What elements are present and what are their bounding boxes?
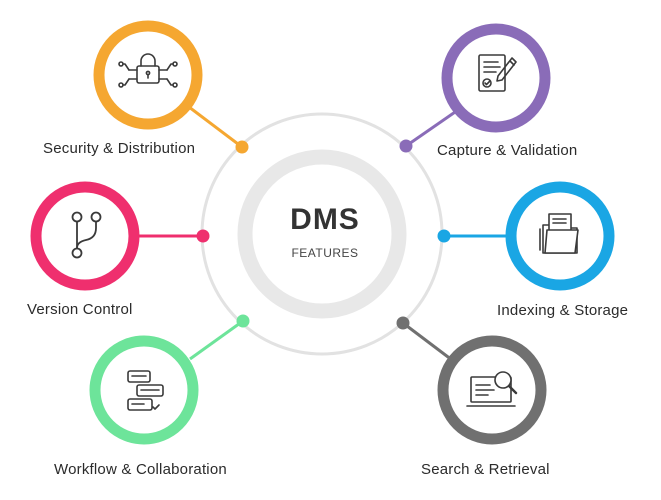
search-screen-icon — [466, 371, 518, 407]
lock-network-icon — [118, 53, 178, 88]
dot-indexing — [437, 229, 451, 243]
connector-security — [184, 102, 243, 149]
chat-messages-icon — [127, 370, 164, 411]
branch-icon — [71, 211, 102, 259]
folder-files-icon — [539, 213, 579, 254]
dot-workflow — [236, 314, 250, 328]
dot-version — [196, 229, 210, 243]
label-search: Search & Retrieval — [421, 461, 550, 478]
inner-ring — [237, 149, 407, 319]
node-indexing — [505, 181, 615, 291]
node-version — [30, 181, 140, 291]
label-security: Security & Distribution — [43, 140, 196, 157]
label-workflow: Workflow & Collaboration — [54, 461, 227, 478]
center-subtitle: FEATURES — [291, 246, 359, 260]
connector-workflow — [189, 319, 244, 361]
connector-search — [402, 321, 453, 362]
label-indexing: Indexing & Storage — [497, 302, 629, 319]
signed-document-icon — [478, 54, 517, 92]
label-version: Version Control — [27, 301, 133, 318]
center-title: DMS — [290, 203, 360, 236]
dot-capture — [399, 139, 413, 153]
node-security — [93, 20, 203, 130]
label-capture: Capture & Validation — [437, 142, 578, 159]
node-workflow — [89, 335, 199, 445]
dot-search — [396, 316, 410, 330]
dot-security — [235, 140, 249, 154]
connector-capture — [405, 108, 459, 148]
node-search — [437, 335, 547, 445]
node-capture — [441, 23, 551, 133]
